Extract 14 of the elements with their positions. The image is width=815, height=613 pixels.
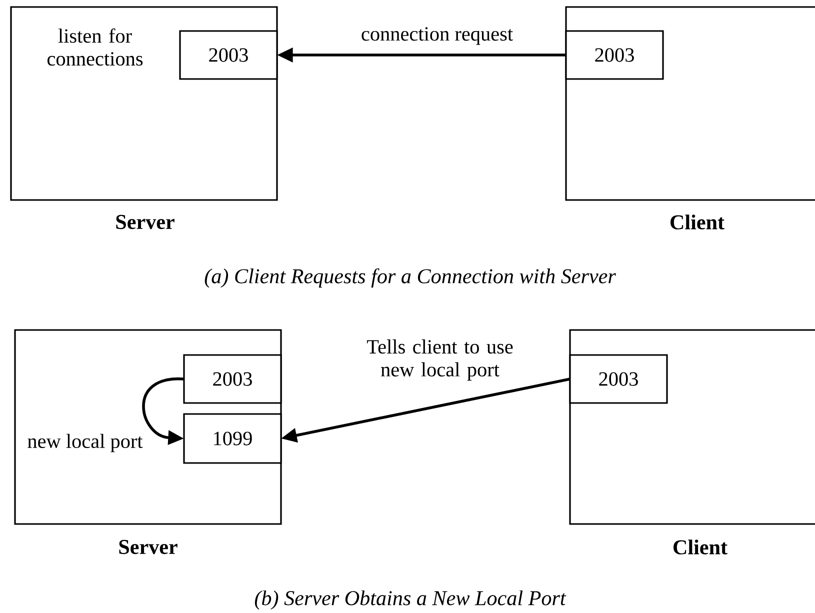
edge-label: connection request bbox=[359, 25, 515, 47]
port-box: 1099 bbox=[183, 413, 282, 464]
node-label: Server bbox=[119, 540, 178, 554]
edge-label: Tells client to use new local port bbox=[353, 338, 527, 382]
caption: (a) Client Requests for a Connection with Server bbox=[204, 268, 616, 288]
edge-label: new local port bbox=[25, 432, 145, 454]
caption: (b) Server Obtains a New Local Port bbox=[254, 590, 566, 610]
node-label: Client bbox=[670, 214, 724, 230]
port-box: 2003 bbox=[569, 354, 668, 404]
port-box: 2003 bbox=[179, 30, 278, 80]
port-box: 2003 bbox=[183, 354, 282, 404]
port-box: 2003 bbox=[565, 30, 664, 80]
node-label: Server bbox=[116, 214, 174, 230]
node-label: Client bbox=[673, 540, 728, 554]
